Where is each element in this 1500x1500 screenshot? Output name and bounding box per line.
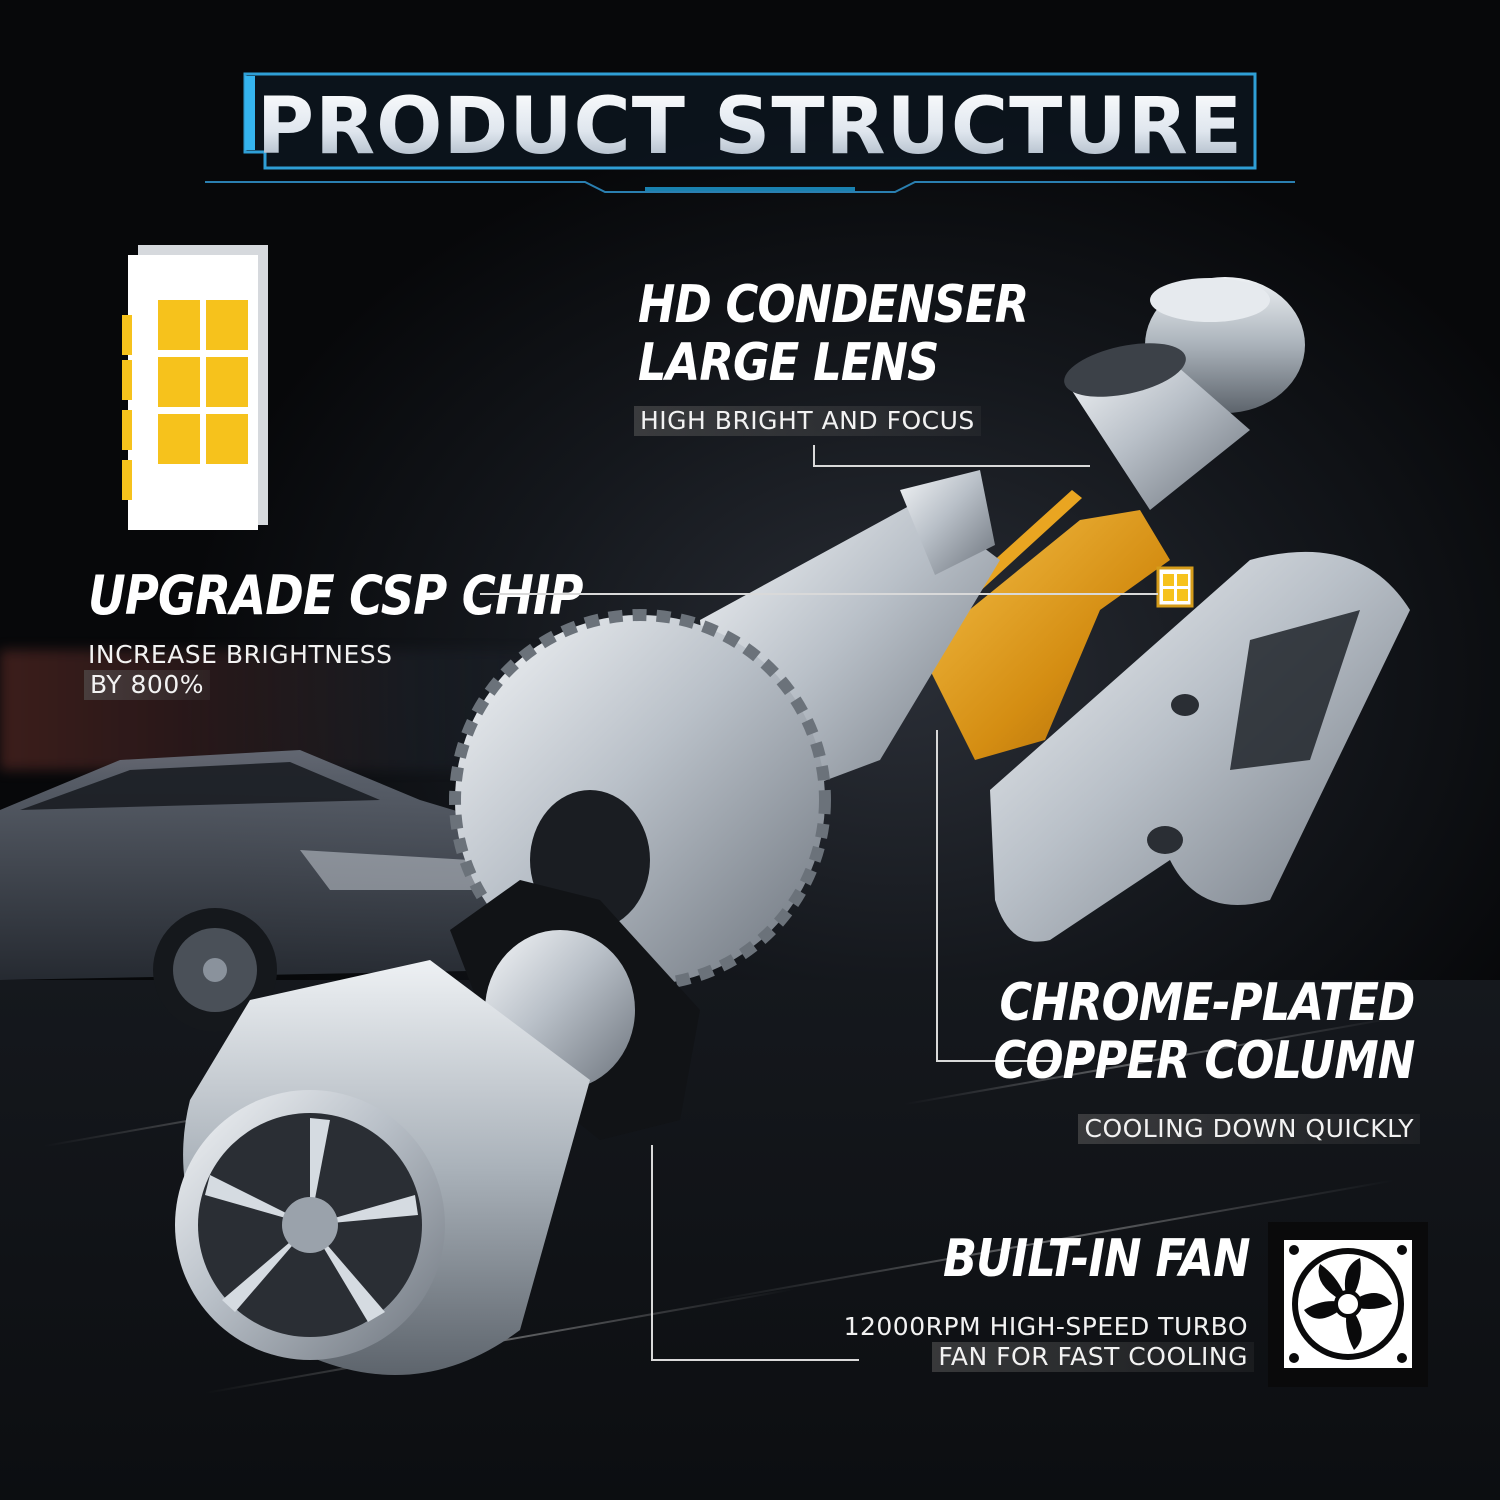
rear-heat-sink-cap (175, 960, 591, 1375)
lens-title-line1: HD CONDENSER (638, 275, 1029, 335)
car-illustration (0, 750, 540, 1032)
copper-column (920, 510, 1194, 760)
fan-subtitle-line2-text: FAN FOR FAST COOLING (932, 1342, 1254, 1372)
header-banner: PRODUCT STRUCTURE (205, 60, 1295, 200)
column-title-line2: COPPER COLUMN (993, 1031, 1415, 1091)
column-leader-horizontal (936, 1060, 1061, 1062)
column-subtitle-text: COOLING DOWN QUICKLY (1078, 1114, 1420, 1144)
fan-icon (1268, 1222, 1428, 1387)
chip-subtitle-line1: INCREASE BRIGHTNESS (88, 640, 393, 669)
fan-subtitle-line2: FAN FOR FAST COOLING (932, 1342, 1254, 1372)
header-frame (205, 72, 1295, 193)
column-leader-vertical (936, 730, 938, 1062)
lens-leader-horizontal (813, 465, 1090, 467)
lens-subtitle: HIGH BRIGHT AND FOCUS (634, 406, 981, 436)
chip-subtitle-line2: BY 800% (84, 670, 210, 700)
chip-leader (480, 593, 1158, 595)
page-title: PRODUCT STRUCTURE (256, 82, 1244, 172)
column-subtitle: COOLING DOWN QUICKLY (1078, 1114, 1420, 1144)
fan-title: BUILT-IN FAN (943, 1229, 1251, 1289)
clamp-sleeve (990, 551, 1410, 942)
lens-subtitle-text: HIGH BRIGHT AND FOCUS (634, 406, 981, 436)
fan-leader-vertical (651, 1145, 653, 1361)
fan-subtitle-line1: 12000RPM HIGH-SPEED TURBO (843, 1312, 1248, 1341)
chip-subtitle-line2-text: BY 800% (84, 670, 210, 700)
chip-title: UPGRADE CSP CHIP (88, 564, 583, 627)
lens-ring (1064, 343, 1250, 510)
lens-title-line2: LARGE LENS (638, 333, 939, 393)
lens-leader-vertical (813, 445, 815, 467)
fan-leader-horizontal (651, 1359, 859, 1361)
csp-chip-icon (122, 245, 268, 530)
column-title-line1: CHROME-PLATED (999, 973, 1415, 1033)
